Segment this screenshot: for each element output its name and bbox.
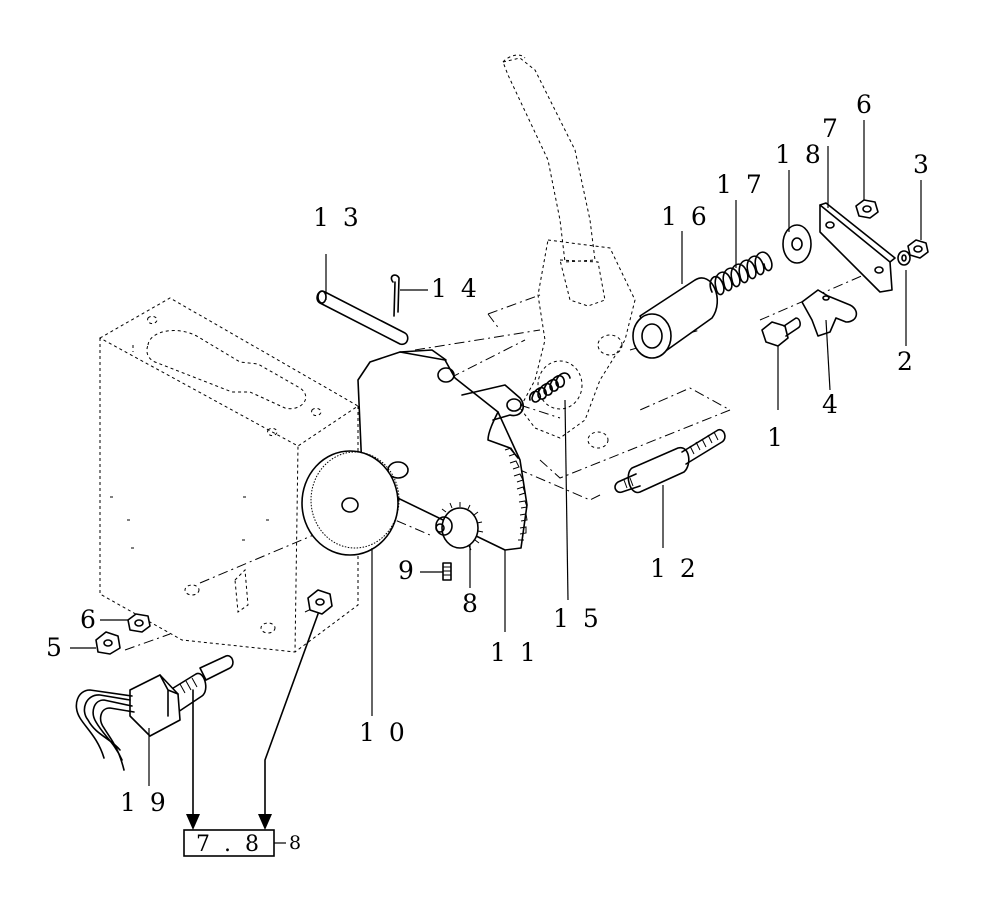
- callout-14: 14: [431, 274, 491, 303]
- cotter-pin: [390, 274, 400, 317]
- nut-left-5: [95, 631, 121, 655]
- lock-washer: [897, 250, 911, 266]
- knurled-disc: [301, 450, 400, 556]
- callout-8: 8: [462, 589, 492, 618]
- reference-suffix: 8: [289, 832, 301, 854]
- callout-labels: 13 14 16 17 18 7 6 3 2 4 1 12 15 11 8 9 …: [46, 90, 943, 817]
- callout-19: 19: [120, 788, 180, 817]
- callout-6-left: 6: [80, 605, 110, 634]
- reference-box-label: 7.8: [196, 832, 273, 857]
- reference-arrows: [186, 613, 319, 830]
- small-spring: [528, 360, 583, 410]
- nut-top: [855, 199, 879, 219]
- callout-6-top: 6: [856, 90, 886, 119]
- bracket-plate: [819, 202, 896, 293]
- callout-15: 15: [553, 604, 613, 633]
- nut-left-6: [127, 613, 151, 633]
- callout-7: 7: [822, 114, 852, 143]
- sensor-switch: [75, 654, 234, 771]
- pedal-lever: [502, 54, 636, 449]
- callout-16: 16: [661, 202, 721, 231]
- callout-1: 1: [767, 423, 797, 452]
- callout-3: 3: [913, 150, 943, 179]
- reference-box: 7.8 8: [183, 829, 301, 857]
- callout-5: 5: [46, 633, 76, 662]
- callout-13: 13: [313, 203, 373, 232]
- callout-11: 11: [490, 638, 550, 667]
- pinion-gear: [435, 502, 484, 551]
- hex-bolt: [761, 317, 801, 347]
- clamp: [801, 289, 858, 337]
- callout-18: 18: [775, 140, 835, 169]
- callout-2: 2: [897, 347, 927, 376]
- sleeve: [632, 277, 718, 359]
- nut-center: [307, 589, 333, 615]
- large-spring: [709, 251, 773, 296]
- callout-12: 12: [650, 554, 710, 583]
- set-screw: [442, 562, 452, 581]
- callout-4: 4: [822, 390, 852, 419]
- washer: [782, 224, 812, 264]
- nut-right: [907, 239, 929, 259]
- callout-10: 10: [359, 718, 419, 747]
- threaded-stud: [614, 428, 726, 494]
- leader-lines: [70, 120, 922, 786]
- callout-9: 9: [398, 556, 428, 585]
- callout-17: 17: [716, 170, 776, 199]
